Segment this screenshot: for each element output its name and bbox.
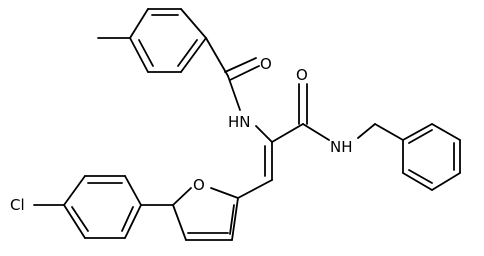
label-furan-oxygen: O <box>193 176 205 194</box>
carbonyl-n-bond <box>227 75 241 111</box>
label-oxygen-right: O <box>296 66 308 84</box>
carbonyl-double-bond-b <box>229 65 260 81</box>
benzyl-phenyl-ring <box>402 123 461 191</box>
toluoyl-ring <box>129 8 207 73</box>
carbonyl-double-bond-a <box>224 57 257 73</box>
ch2-phenyl-bond <box>374 123 404 141</box>
label-chlorine: Cl <box>10 196 25 214</box>
right-carbonyl-n-bond <box>302 123 330 141</box>
label-nitrogen-right: NH <box>330 138 353 156</box>
label-nitrogen-left: HN <box>228 113 251 131</box>
label-oxygen-top: O <box>260 55 272 73</box>
furan-ring <box>172 187 239 241</box>
alkene-furan-bond <box>237 179 273 199</box>
chlorophenyl-ring <box>63 175 142 239</box>
nh-ch2-bond <box>357 123 376 139</box>
aryl-carbonyl-bond <box>205 37 229 77</box>
alkene-carbonyl-bond <box>271 123 304 143</box>
n-alkene-bond <box>255 125 273 143</box>
